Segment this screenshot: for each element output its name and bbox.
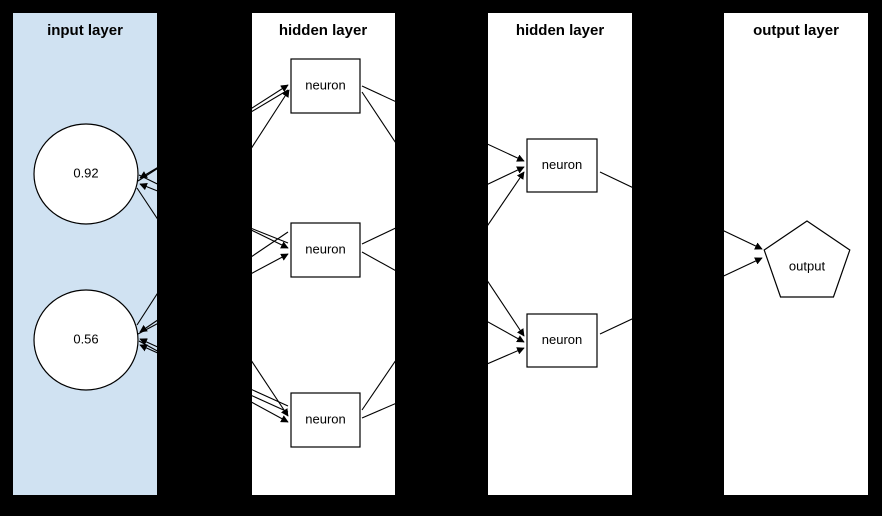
node-label-in1: 0.92 <box>73 165 98 180</box>
node-h1c[interactable] <box>290 392 361 448</box>
node-label-h2b: neuron <box>542 332 582 347</box>
node-h2b[interactable] <box>526 313 598 368</box>
node-h1b[interactable] <box>290 222 361 278</box>
layer-title-output: output layer <box>753 22 839 39</box>
gap-mask-gap-top-margin <box>0 0 882 13</box>
node-in2[interactable] <box>33 289 139 391</box>
gap-mask-gap-hidden1-hidden2 <box>395 0 488 516</box>
gap-mask-gap-input-hidden1 <box>157 0 252 516</box>
node-h2a[interactable] <box>526 138 598 193</box>
node-in1[interactable] <box>33 123 139 225</box>
node-label-h1b: neuron <box>305 241 345 256</box>
layer-panel-hidden2 <box>488 13 632 495</box>
node-label-h1c: neuron <box>305 411 345 426</box>
node-h1a[interactable] <box>290 58 361 114</box>
gap-mask-gap-left-margin <box>0 0 13 516</box>
gap-mask-gap-right-margin <box>868 0 882 516</box>
layer-title-hidden2: hidden layer <box>516 22 605 39</box>
layer-title-input: input layer <box>47 22 123 39</box>
layer-nodes: 0.92 0.56 neuron neuron neuron neuron neuron ou… <box>33 58 851 448</box>
layer-title-hidden1: hidden layer <box>279 22 368 39</box>
node-label-h1a: neuron <box>305 77 345 92</box>
gap-mask-gap-hidden2-output <box>632 0 724 516</box>
layer-titles: input layer hidden layer hidden layer outpu… <box>47 22 839 39</box>
node-label-out: output <box>789 258 826 273</box>
gap-mask-gap-bottom-margin <box>0 495 882 516</box>
node-label-in2: 0.56 <box>73 331 98 346</box>
node-out[interactable] <box>763 220 851 298</box>
node-label-h2a: neuron <box>542 157 582 172</box>
layer-panel-input <box>13 13 157 495</box>
